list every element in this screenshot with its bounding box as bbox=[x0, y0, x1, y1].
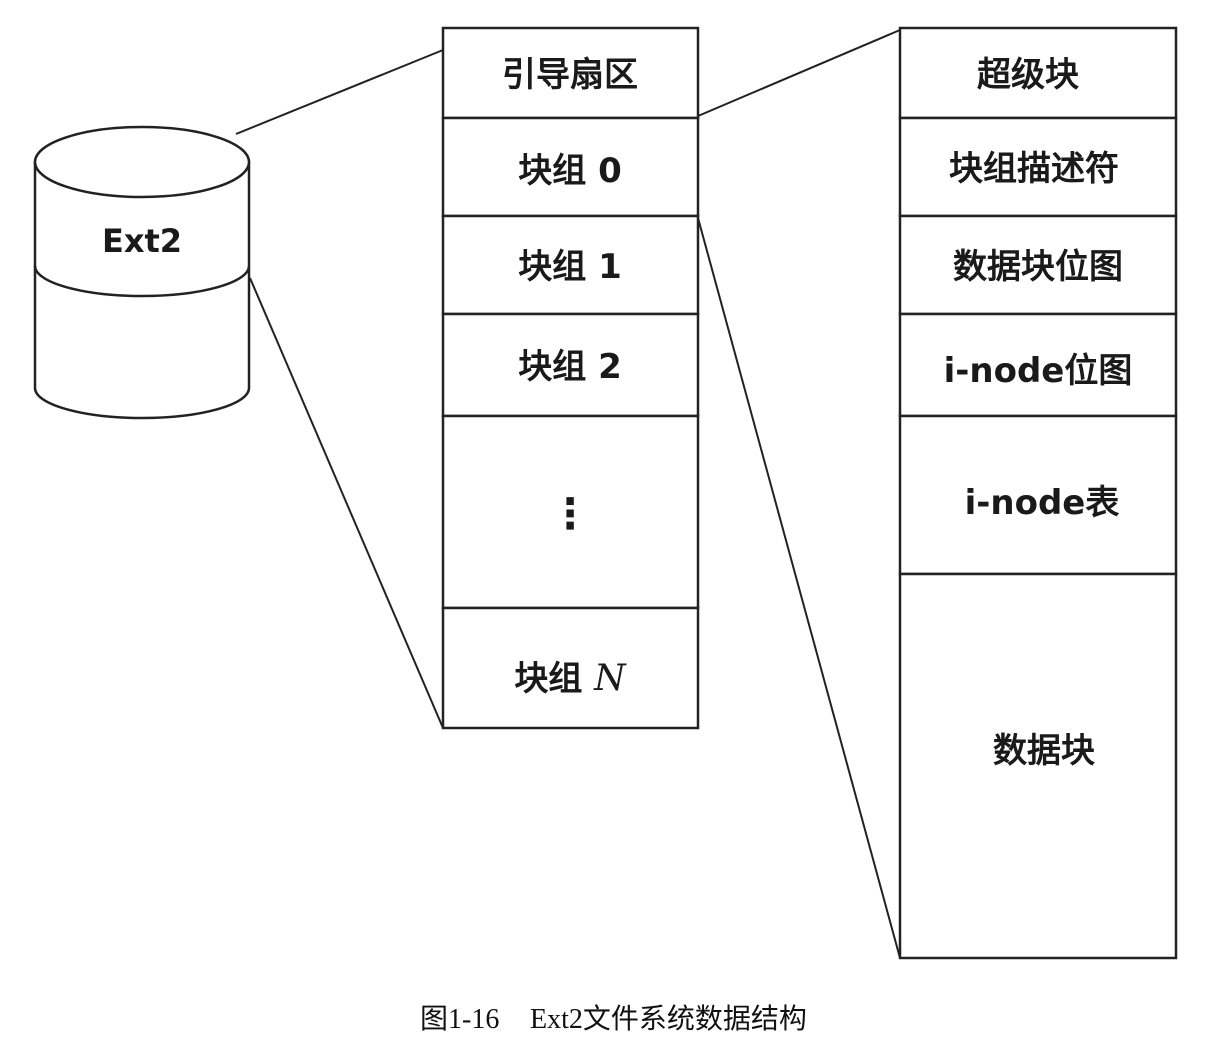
ellipsis-cell bbox=[441, 414, 700, 610]
ellipsis-label: ⋮ bbox=[549, 489, 591, 538]
data-bitmap-cell bbox=[898, 214, 1178, 316]
cylinder-top bbox=[33, 125, 251, 199]
inode-table-cell bbox=[898, 414, 1178, 576]
block-group-layout-column: 超级块 块组描述符 数据块位图 i-node位图 i-node表 数据块 bbox=[898, 26, 1178, 960]
data-blocks-cell bbox=[898, 572, 1178, 960]
inode-bitmap-cell bbox=[898, 312, 1178, 418]
block-group-n-symbol: N bbox=[593, 658, 627, 699]
connector-lines bbox=[235, 29, 901, 959]
figure-number: 图1-16 bbox=[420, 1004, 499, 1035]
boot-sector-cell bbox=[441, 26, 700, 120]
group-descriptor-label: 块组描述符 bbox=[949, 149, 1119, 189]
superblock-cell bbox=[898, 26, 1178, 120]
block-group-0-label: 块组 0 bbox=[518, 151, 622, 191]
figure-caption: 图1-16 Ext2文件系统数据结构 bbox=[420, 1003, 807, 1035]
data-bitmap-label: 数据块位图 bbox=[953, 247, 1123, 287]
disk-to-block-group-n-line bbox=[249, 277, 444, 729]
inode-table-label: i-node表 bbox=[965, 483, 1120, 523]
boot-sector-label: 引导扇区 bbox=[502, 55, 638, 95]
block-group-2-label: 块组 2 bbox=[518, 347, 622, 387]
inode-bitmap-label: i-node位图 bbox=[944, 351, 1133, 391]
disk-label: Ext2 bbox=[102, 222, 182, 260]
ext2-disk-cylinder: Ext2 bbox=[33, 125, 251, 420]
cylinder-middle-band bbox=[33, 265, 251, 298]
block-group-n-label: 块组 N bbox=[514, 658, 627, 699]
group0-to-data-blocks-line bbox=[697, 217, 901, 959]
cylinder-body bbox=[33, 160, 251, 420]
group0-to-superblock-line bbox=[697, 29, 901, 117]
data-blocks-label: 数据块 bbox=[993, 731, 1095, 771]
block-group-n-cell bbox=[441, 606, 700, 730]
partition-layout-column: 引导扇区 块组 0 块组 1 块组 2 ⋮ 块组 N bbox=[441, 26, 700, 730]
disk-to-boot-sector-line bbox=[235, 49, 444, 135]
superblock-label: 超级块 bbox=[977, 55, 1079, 95]
block-group-1-label: 块组 1 bbox=[518, 247, 622, 287]
group-descriptor-cell bbox=[898, 116, 1178, 218]
figure-title: Ext2文件系统数据结构 bbox=[530, 1003, 807, 1035]
block-group-2-cell bbox=[441, 312, 700, 418]
block-group-1-cell bbox=[441, 214, 700, 316]
